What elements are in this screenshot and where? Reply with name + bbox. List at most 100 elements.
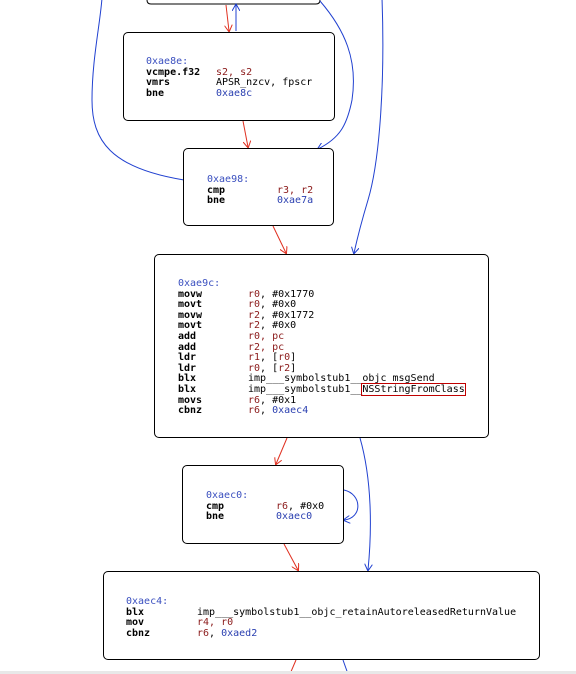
block-address-label[interactable]: 0xae9c: [178, 278, 221, 289]
instruction-mnemonic: cbnz [126, 627, 151, 639]
instruction-operands: 0xae8c [216, 87, 253, 100]
operand-text: imp___symbolstub1__objc_msgSend [248, 373, 435, 385]
instruction-row[interactable]: mov r4, r0 [126, 617, 516, 629]
instruction-row[interactable]: cmp r3, r2 [207, 184, 314, 197]
instruction-row[interactable]: blx imp___symbolstub1__NSStringFromClass [178, 382, 466, 396]
register-operand: r0 [248, 299, 261, 311]
instruction-operands: r0, #0x0 [248, 299, 297, 311]
branch-target-label[interactable]: 0xae8c [216, 87, 253, 99]
instruction-operands: r2, pc [248, 341, 285, 354]
instruction-row[interactable]: add r0, pc [178, 330, 465, 343]
register-operand: r2 [248, 309, 261, 321]
instruction-mnemonic: vmrs [146, 77, 171, 89]
edge-0xae8e-to-0xae98 [242, 120, 248, 147]
instruction-row[interactable]: ldr r0, [r2] [178, 362, 465, 375]
instruction-row[interactable]: bne 0xae8c [146, 87, 312, 100]
branch-target-label[interactable]: 0xaec4 [272, 405, 309, 417]
edge-top-to-0xae98-side [318, 0, 354, 149]
instruction-mnemonic: blx [178, 373, 197, 385]
edge-0xae9c-to-0xaec0 [276, 437, 288, 464]
instruction-operands: r2, #0x1772 [248, 309, 314, 322]
instruction-mnemonic: bne [206, 511, 225, 523]
edge-0xaec0-to-0xaec4 [283, 543, 298, 570]
instruction-mnemonic: add [178, 330, 197, 342]
instruction-operands: 0xaec0 [276, 511, 313, 523]
instruction-operands: imp___symbolstub1__objc_msgSend [248, 374, 435, 385]
instruction-row[interactable]: movs r6, #0x1 [178, 394, 465, 407]
edge-0xae9c-to-0xaec4 [359, 437, 370, 570]
block-address-label[interactable]: 0xae8e: [146, 56, 189, 67]
operand-text: , #0x0 [288, 500, 325, 512]
instruction-operands: r1, [r0] [248, 352, 296, 364]
instruction-operands: r6, 0xaed2 [197, 627, 258, 640]
instruction-operands: r0, [r2] [248, 362, 296, 375]
block-address-label[interactable]: 0xae98: [207, 174, 250, 185]
operand-text: , [209, 627, 222, 639]
highlighted-symbol[interactable]: NSStringFromClass [361, 382, 466, 396]
edge-top-to-0xae8e [226, 4, 229, 31]
register-operand: r1 [248, 352, 261, 364]
edge-0xae98-to-top [91, 0, 185, 181]
instruction-row[interactable]: vmrs APSR_nzcv, fpscr [146, 77, 312, 89]
register-operand: r0, pc [248, 330, 285, 342]
instruction-mnemonic: vcmpe.f32 [146, 66, 201, 78]
branch-target-label[interactable]: 0xae7a [277, 195, 314, 207]
register-operand: r2, pc [248, 341, 285, 353]
instruction-operands: r6, #0x1 [248, 394, 296, 407]
register-operand: r4, r0 [197, 617, 234, 629]
register-operand: r0 [248, 288, 261, 300]
instruction-mnemonic: blx [178, 383, 197, 395]
instruction-operands: r3, r2 [277, 184, 314, 197]
instruction-mnemonic: bne [207, 195, 226, 207]
instruction-mnemonic: movt [178, 320, 203, 332]
block-address-label[interactable]: 0xaec4: [126, 596, 169, 607]
instruction-mnemonic: bne [146, 87, 165, 99]
branch-target-label[interactable]: 0xaec0 [276, 511, 313, 523]
instruction-row[interactable]: add r2, pc [178, 341, 465, 354]
node-0xae98[interactable]: 0xae98:cmp r3, r2 bne 0xae7a [183, 148, 334, 226]
register-operand: r6 [248, 394, 261, 406]
edge-far-right-to-0xae9c [354, 0, 384, 253]
instruction-operands: r0, pc [248, 330, 285, 343]
block-address-label[interactable]: 0xaec0: [206, 490, 249, 501]
operand-text: , [ [260, 362, 279, 374]
operand-text: imp___symbolstub1__ [248, 383, 363, 395]
operand-text: , #0x0 [260, 299, 297, 311]
register-operand: r3, r2 [277, 184, 314, 196]
branch-target-label[interactable]: 0xaed2 [221, 627, 258, 639]
register-operand: r0 [248, 362, 261, 374]
register-operand: r2 [278, 362, 291, 374]
instruction-mnemonic: movw [178, 309, 203, 321]
instruction-row[interactable]: bne 0xae7a [207, 195, 314, 207]
instruction-operands: APSR_nzcv, fpscr [216, 77, 312, 89]
instruction-row[interactable]: bne 0xaec0 [206, 511, 324, 523]
instruction-row[interactable]: cbnz r6, 0xaed2 [126, 627, 516, 640]
instruction-row[interactable]: movw r2, #0x1772 [178, 309, 465, 322]
instruction-mnemonic: ldr [178, 362, 197, 374]
instruction-mnemonic: cmp [207, 184, 226, 196]
instruction-row[interactable]: blx imp___symbolstub1__objc_msgSend [178, 374, 465, 385]
instruction-mnemonic: mov [126, 617, 145, 629]
instruction-mnemonic: movs [178, 394, 203, 406]
instruction-operands: imp___symbolstub1__NSStringFromClass [248, 382, 466, 396]
instruction-mnemonic: add [178, 341, 197, 353]
register-operand: r6 [276, 500, 289, 512]
operand-text: , [ [260, 352, 279, 364]
register-operand: r0 [278, 352, 291, 364]
node-partial-top[interactable] [146, 0, 321, 5]
edge-0xaec0-self-loop [344, 489, 359, 520]
operand-text: , #0x0 [260, 320, 297, 332]
